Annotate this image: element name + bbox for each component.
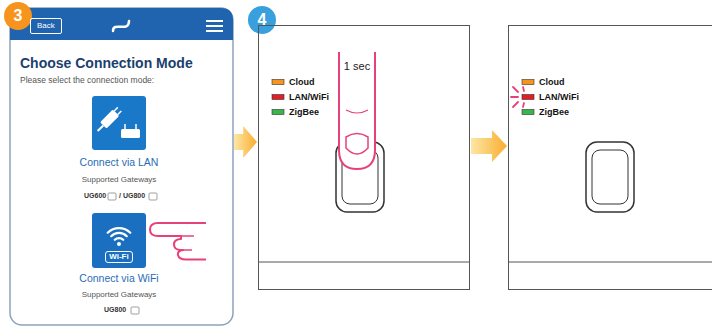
menu-icon	[206, 25, 223, 27]
lan-tile	[124, 124, 126, 129]
gateway-housing: CloudLAN/WiFiZigBee	[508, 25, 712, 290]
led-indicator	[272, 95, 284, 100]
gateway-device	[586, 142, 634, 212]
app-logo	[113, 21, 129, 31]
gateway-device	[508, 142, 712, 262]
back-button: Back	[30, 18, 62, 34]
led-indicator	[272, 80, 284, 85]
blink-rays	[511, 87, 524, 107]
wifi-tile	[115, 238, 123, 240]
screen-title: Choose Connection Mode	[20, 55, 193, 72]
blink-rays	[511, 96, 518, 98]
option-caption: Connect via WiFi	[79, 272, 158, 285]
wifi-option-tile: Wi-Fi	[92, 213, 146, 268]
press-duration: 1 sec	[344, 60, 370, 73]
pressing-finger	[339, 52, 375, 169]
led-label: ZigBee	[539, 107, 569, 118]
lan-tile	[114, 107, 118, 111]
pointing-hand	[150, 223, 206, 260]
led-indicator	[522, 80, 534, 85]
step-badge: 4	[248, 6, 276, 34]
gateway-heading: Supported Gateways	[82, 290, 157, 300]
led-label: ZigBee	[289, 107, 319, 118]
pressing-finger	[339, 52, 375, 169]
gateway-device	[258, 262, 470, 263]
gateway-heading: Supported Gateways	[82, 175, 157, 185]
menu-icon	[206, 20, 223, 22]
pointing-hand	[150, 223, 206, 260]
lan-tile	[92, 96, 146, 150]
blink-rays	[513, 102, 518, 107]
menu-icon	[206, 21, 223, 31]
lan-tile	[121, 129, 140, 138]
blink-rays	[523, 103, 524, 107]
lan-tile	[94, 106, 122, 134]
lan-tile	[98, 125, 104, 131]
gateway-device	[592, 150, 628, 204]
wifi-tile	[92, 213, 146, 268]
lan-tile	[135, 124, 137, 129]
gateway-device	[508, 262, 712, 263]
gateway-model: / UG800	[119, 192, 145, 200]
option-caption: Connect via LAN	[80, 156, 159, 169]
flow-arrow	[234, 126, 257, 158]
led-label: Cloud	[539, 77, 565, 88]
screen-subtitle: Please select the connection mode:	[20, 75, 154, 85]
led-indicator	[522, 80, 534, 115]
wifi-tile	[108, 228, 131, 240]
pointing-hand	[181, 249, 192, 251]
led-indicator	[522, 110, 534, 115]
blink-rays	[513, 87, 518, 92]
led-indicator	[522, 95, 534, 100]
gateway-model: UG600	[84, 192, 106, 200]
led-indicator	[272, 110, 284, 115]
phone-frame	[10, 8, 233, 40]
pressing-finger	[346, 134, 368, 155]
flow-arrow	[471, 130, 507, 162]
wifi-tile	[92, 213, 146, 268]
lan-tile	[92, 96, 146, 150]
wifi-tile	[111, 233, 127, 236]
led-label: LAN/WiFi	[289, 92, 329, 103]
back-button-text: Back	[37, 21, 55, 31]
menu-icon	[206, 30, 223, 32]
wifi-option-tile-text: Wi-Fi	[105, 251, 132, 263]
phone-frame	[10, 8, 233, 325]
led-indicator	[272, 80, 284, 115]
step-badge-text: 3	[14, 6, 23, 25]
wifi-tile	[108, 228, 131, 233]
gateway-model: UG800	[104, 306, 126, 314]
app-logo	[113, 21, 129, 31]
wifi-tile	[117, 242, 121, 246]
led-label: Cloud	[289, 77, 315, 88]
pressing-finger	[346, 110, 368, 113]
blink-rays	[523, 87, 524, 91]
pointing-hand	[181, 235, 194, 237]
phone-frame	[10, 8, 233, 325]
gateway-icon	[131, 307, 139, 314]
gateway-icon	[108, 193, 116, 200]
led-label: LAN/WiFi	[539, 92, 579, 103]
lan-tile	[118, 111, 122, 115]
step-badge: 3	[4, 2, 32, 30]
gateway-icon	[149, 193, 157, 200]
